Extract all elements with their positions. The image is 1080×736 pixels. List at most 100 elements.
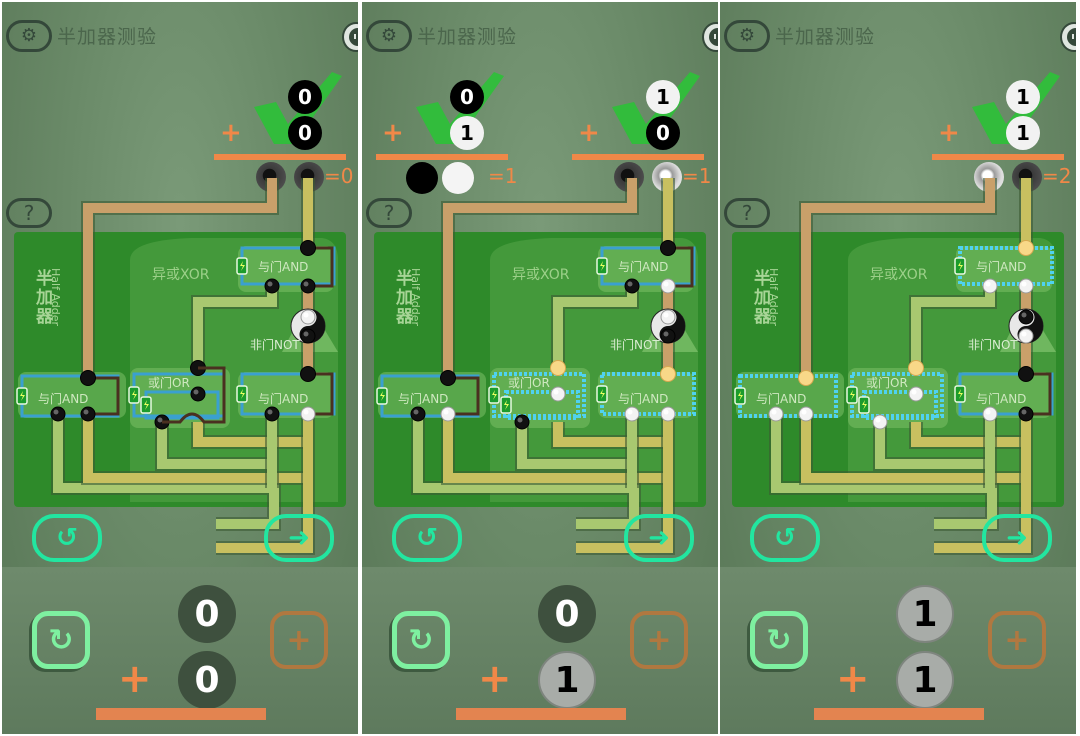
input-b-toggle[interactable]: 1 — [896, 651, 954, 709]
gear-icon: ⚙ — [380, 25, 398, 46]
not-input-node — [300, 309, 316, 325]
gear-icon: ⚙ — [738, 25, 756, 46]
reset-inputs-button[interactable]: ↻ — [392, 611, 450, 669]
and-carry-label: 与门AND — [398, 392, 449, 406]
gate-plate — [956, 372, 1052, 418]
carry-and-input-a — [768, 406, 784, 422]
input-b-toggle[interactable]: 0 — [178, 651, 236, 709]
add-button[interactable]: + — [630, 611, 688, 669]
or-input-b — [190, 386, 206, 402]
rotate-icon: ↻ — [48, 622, 74, 658]
a-bus-pipe — [443, 414, 668, 483]
bottom-plus-sign: + — [836, 656, 870, 702]
gate-plate — [490, 368, 590, 428]
gate-plate — [598, 372, 694, 418]
result-value: =0 — [324, 164, 354, 188]
xor-label: 异或XOR — [512, 267, 570, 283]
history-digit-b: 1 — [1006, 116, 1040, 150]
help-button[interactable]: ? — [366, 198, 412, 228]
settings-button[interactable]: ⚙ — [366, 20, 412, 52]
not-label: 非门NOT — [968, 338, 1018, 352]
sum-out-pipe — [576, 414, 673, 553]
a-bus-pipe — [801, 414, 1026, 483]
history-plus-sign: + — [382, 118, 404, 148]
and-top-label: 与门AND — [976, 260, 1027, 274]
add-button[interactable]: + — [988, 611, 1046, 669]
result-value: =1 — [682, 164, 712, 188]
robot-face-icon[interactable] — [702, 22, 718, 52]
input-a-toggle[interactable]: 0 — [178, 585, 236, 643]
history-digit-a: 1 — [1006, 80, 1040, 114]
a-bus-pipe — [83, 414, 308, 483]
page-title: 半加器测验 — [775, 26, 876, 48]
input-a-pipe — [443, 178, 637, 378]
add-button[interactable]: + — [270, 611, 328, 669]
undo-icon: ↺ — [416, 523, 438, 553]
history-digit-b: 1 — [450, 116, 484, 150]
not-label: 非门NOT — [250, 338, 300, 352]
not-input-node — [1018, 309, 1034, 325]
history-plus-sign: + — [220, 118, 242, 148]
or-label: 或门OR — [866, 376, 908, 390]
robot-face-icon[interactable] — [342, 22, 358, 52]
xor-and-input-or — [982, 406, 998, 422]
plus-icon: + — [1004, 622, 1030, 658]
half-adder-en-label: Half Adder — [49, 268, 62, 327]
help-button[interactable]: ? — [724, 198, 770, 228]
and-top-output — [1018, 240, 1034, 256]
xor-and-input-nand — [660, 406, 676, 422]
or-input-b — [550, 386, 566, 402]
next-button[interactable]: ➜ — [264, 514, 334, 562]
retry-button[interactable]: ↺ — [32, 514, 102, 562]
carry-and-output — [80, 370, 96, 386]
or-label: 或门OR — [508, 376, 550, 390]
input-b-toggle[interactable]: 1 — [538, 651, 596, 709]
next-button[interactable]: ➜ — [624, 514, 694, 562]
bottom-plus-sign: + — [478, 656, 512, 702]
settings-button[interactable]: ⚙ — [6, 20, 52, 52]
retry-button[interactable]: ↺ — [392, 514, 462, 562]
arrow-right-icon: ➜ — [288, 523, 310, 553]
input-a-toggle[interactable]: 0 — [538, 585, 596, 643]
and-xor-label: 与门AND — [258, 392, 309, 406]
input-a-pipe — [801, 178, 995, 378]
or-in-pipe — [517, 422, 634, 469]
history-digit-a: 0 — [450, 80, 484, 114]
history-sum-line — [572, 154, 704, 160]
plus-icon: + — [646, 622, 672, 658]
page-title: 半加器测验 — [57, 26, 158, 48]
history-plus-sign: + — [938, 118, 960, 148]
and-xor-label: 与门AND — [976, 392, 1027, 406]
robot-face-icon[interactable] — [1060, 22, 1076, 52]
gate-plate — [130, 368, 230, 428]
history-digit-a: 0 — [288, 80, 322, 114]
gate-plate — [848, 368, 948, 428]
xor-and-input-or — [624, 406, 640, 422]
carry-and-output — [798, 370, 814, 386]
history-digit-b: 0 — [646, 116, 680, 150]
sum-line — [456, 708, 626, 720]
and-top-output — [660, 240, 676, 256]
help-button[interactable]: ? — [6, 198, 52, 228]
reset-inputs-button[interactable]: ↻ — [750, 611, 808, 669]
circuit-wires — [376, 178, 698, 555]
reset-inputs-button[interactable]: ↻ — [32, 611, 90, 669]
half-adder-en-label: Half Adder — [409, 268, 422, 327]
and-top-input-a — [264, 278, 280, 294]
next-button[interactable]: ➜ — [982, 514, 1052, 562]
not-label: 非门NOT — [610, 338, 660, 352]
not-input-node — [660, 309, 676, 325]
sum-line — [96, 708, 266, 720]
half-adder-cn-label: 半加器 — [754, 269, 771, 327]
carry-and-input-b — [798, 406, 814, 422]
settings-button[interactable]: ⚙ — [724, 20, 770, 52]
input-a-toggle[interactable]: 1 — [896, 585, 954, 643]
plus-icon: + — [286, 622, 312, 658]
xor-and-output — [1018, 366, 1034, 382]
xor-and-input-nand — [1018, 406, 1034, 422]
and-carry-label: 与门AND — [756, 392, 807, 406]
retry-button[interactable]: ↺ — [750, 514, 820, 562]
carry-and-output — [440, 370, 456, 386]
